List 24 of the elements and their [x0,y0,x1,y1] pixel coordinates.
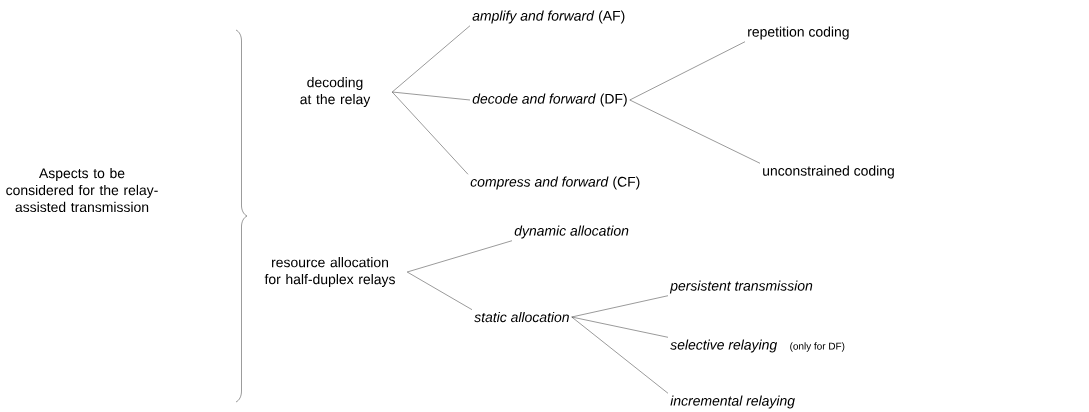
branch-line [392,91,471,101]
branch-label: persistent transmission [669,280,813,294]
branch-line [407,271,473,310]
branch-line [407,240,513,273]
branch-label: decoding at the relay [300,77,371,107]
branch-label: incremental relaying [670,395,795,409]
branch-label: decode and forward (DF) [472,93,627,107]
branch-label: compress and forward (CF) [470,176,640,190]
branch-label: dynamic allocation [514,225,629,239]
branch-line [392,25,471,93]
branch-label: amplify and forward (AF) [472,10,625,24]
branch-label: static allocation [474,311,569,323]
branch-label: unconstrained coding [763,165,894,179]
note-text: (only for DF) [790,342,845,352]
branch-line [571,295,669,318]
branch-line [571,316,669,394]
branch-line [629,99,761,164]
branch-label: repetition coding [748,26,849,40]
branch-label: resource allocation for half-duplex relays [264,257,395,287]
branch-line [392,91,469,175]
branch-label: Aspects to be considered for the relay-assisted transmission [6,167,158,213]
branch-label: selective relaying [670,339,778,353]
branch-line [571,316,669,338]
branch-line [629,41,746,101]
